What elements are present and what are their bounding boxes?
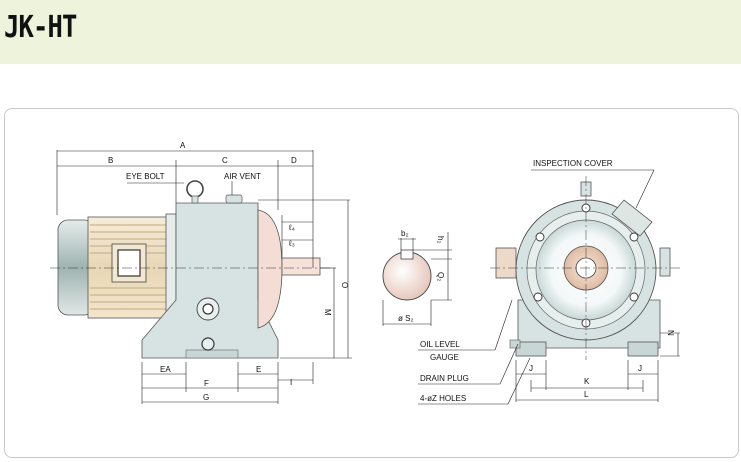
dim-o-label: O xyxy=(340,282,349,288)
dim-q2-label: Q₂ xyxy=(436,272,445,281)
front-view: INSPECTION COVER OIL LEVEL GAUGE DRAIN P… xyxy=(418,159,680,405)
dim-l-label: L xyxy=(584,390,589,399)
shaft-section: b₂ h₂ Q₂ ø S₂ xyxy=(382,229,452,326)
dim-a-label: A xyxy=(180,141,186,150)
holes-label: 4-øZ HOLES xyxy=(420,394,466,403)
air-vent-label: AIR VENT xyxy=(224,172,261,181)
eye-bolt-label: EYE BOLT xyxy=(126,172,165,181)
front-foot-left xyxy=(515,341,547,357)
dim-j-left-label: J xyxy=(529,364,533,373)
drain-plug-label: DRAIN PLUG xyxy=(420,374,469,383)
page-title: JK-HT xyxy=(4,10,77,45)
eye-bolt xyxy=(186,180,204,198)
dim-b2-label: b₂ xyxy=(401,229,409,238)
drain-plug xyxy=(201,337,215,351)
dim-n-label: N xyxy=(666,330,675,336)
key-slot xyxy=(400,249,414,260)
inspection-cover-label: INSPECTION COVER xyxy=(533,159,613,168)
terminal-window xyxy=(117,249,141,277)
dim-m-label: M xyxy=(323,309,332,316)
dim-c-label: C xyxy=(222,156,228,165)
side-view: A B C D EYE BOLT AIR VENT ℓ₄ ℓ₃ O M EA E… xyxy=(50,141,352,404)
side-view-dimensions xyxy=(56,150,352,404)
dim-h2-label: h₂ xyxy=(436,236,445,244)
air-vent xyxy=(225,194,243,204)
dim-i-label: I xyxy=(290,378,292,387)
oil-level-label: OIL LEVEL xyxy=(420,340,460,349)
motor-fins xyxy=(90,224,166,310)
gauge-label: GAUGE xyxy=(430,353,459,362)
oil-boss xyxy=(495,247,517,279)
header-bar: JK-HT xyxy=(0,0,741,64)
dim-l4-label: ℓ₄ xyxy=(288,223,295,232)
dim-b-label: B xyxy=(108,156,113,165)
dim-ea-label: EA xyxy=(160,365,171,374)
dim-l3-label: ℓ₃ xyxy=(288,239,295,248)
front-foot-right xyxy=(627,341,659,357)
output-flange xyxy=(257,209,283,329)
foot-recess xyxy=(185,349,239,359)
dim-d-label: D xyxy=(291,156,297,165)
output-shaft xyxy=(281,257,321,276)
dim-j-right-label: J xyxy=(638,364,642,373)
dim-f-label: F xyxy=(204,379,209,388)
inspection-cover xyxy=(611,199,653,237)
dim-s2-label: ø S₂ xyxy=(398,314,414,323)
dim-k-label: K xyxy=(584,377,590,386)
dim-g-label: G xyxy=(203,393,209,402)
dim-e-label: E xyxy=(256,365,261,374)
